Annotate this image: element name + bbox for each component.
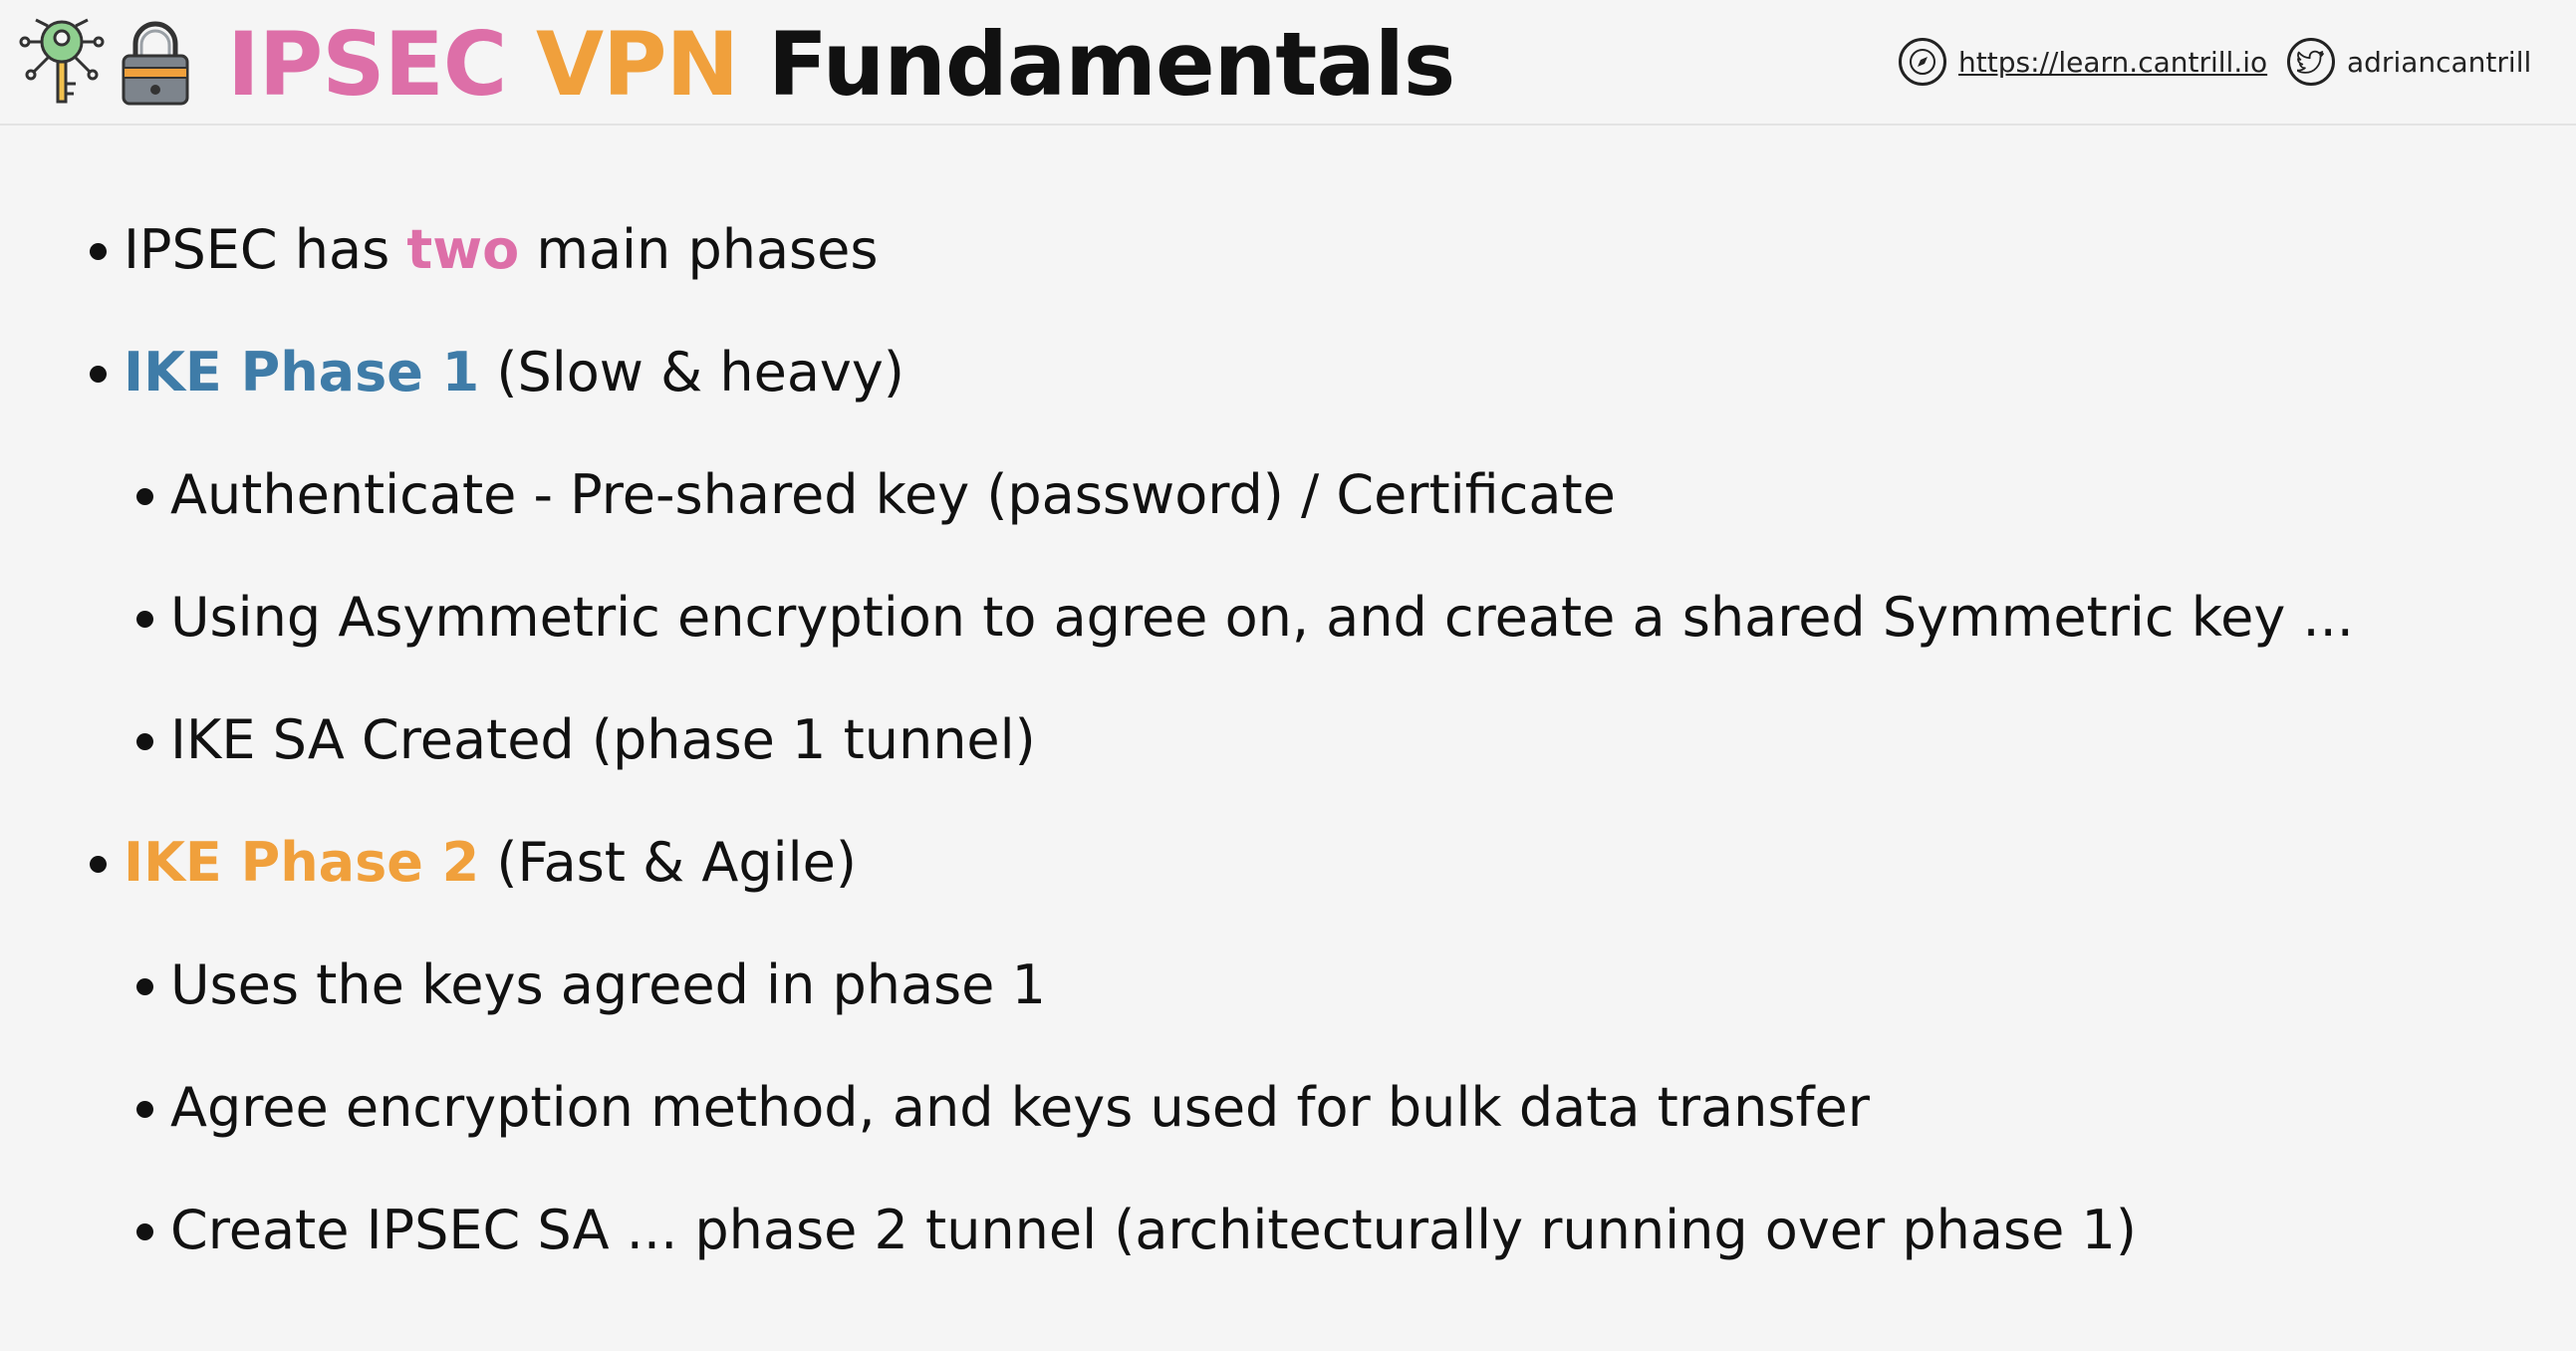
bullet-dot [136,733,153,750]
bullet-text: Create IPSEC SA ... phase 2 tunnel (arch… [170,1199,2137,1261]
sub-bullet-agree-encryption: Agree encryption method, and keys used f… [136,1073,1870,1143]
bullet-text: Agree encryption method, and keys used f… [170,1076,1870,1139]
bullet-dot [90,856,107,873]
bullet-dot [136,1223,153,1240]
header-bar: IPSEC VPN Fundamentals https://learn.can… [0,0,2576,126]
title-vpn: VPN [535,13,739,116]
sub-bullet-authenticate: Authenticate - Pre-shared key (password)… [136,460,1616,530]
highlight-two: two [406,218,520,281]
twitter-link-group[interactable]: adriancantrill [2287,34,2531,90]
bullet-text: Using Asymmetric encryption to agree on,… [170,586,2354,649]
bullet-text: Uses the keys agreed in phase 1 [170,953,1046,1016]
header-icons [19,18,189,106]
bullet-ike-phase-1: IKE Phase 1 (Slow & heavy) [90,338,904,407]
sub-bullet-create-ipsec-sa: Create IPSEC SA ... phase 2 tunnel (arch… [136,1196,2137,1265]
twitter-bird-icon [2287,38,2335,86]
bullet-ike-phase-2: IKE Phase 2 (Fast & Agile) [90,828,857,898]
bullet-dot [136,611,153,628]
bullet-text: main phases [519,218,879,281]
compass-icon [1899,38,1946,86]
bullet-text: IKE SA Created (phase 1 tunnel) [170,708,1036,771]
bullet-text: (Fast & Agile) [479,831,857,894]
padlock-icon [122,21,189,106]
bullet-dot [136,1101,153,1118]
bullet-text: IPSEC has [124,218,407,281]
highlight-ike-phase-2: IKE Phase 2 [124,831,480,894]
bullet-dot [136,488,153,505]
page-title: IPSEC VPN Fundamentals [227,10,1455,120]
twitter-handle[interactable]: adriancantrill [2347,45,2532,79]
title-ipsec: IPSEC [227,13,507,116]
sub-bullet-asymmetric: Using Asymmetric encryption to agree on,… [136,583,2354,653]
bullet-two-phases: IPSEC has two main phases [90,215,879,285]
title-fundamentals: Fundamentals [767,13,1455,116]
bullet-text: Authenticate - Pre-shared key (password)… [170,463,1616,526]
bullet-text: (Slow & heavy) [479,341,904,404]
bullet-dot [90,366,107,383]
key-circuit-icon [19,18,105,104]
bullet-dot [90,243,107,260]
highlight-ike-phase-1: IKE Phase 1 [124,341,480,404]
bullet-dot [136,978,153,995]
sub-bullet-uses-keys: Uses the keys agreed in phase 1 [136,950,1046,1020]
website-link[interactable]: https://learn.cantrill.io [1958,45,2268,79]
sub-bullet-ike-sa: IKE SA Created (phase 1 tunnel) [136,705,1036,775]
website-link-group[interactable]: https://learn.cantrill.io [1899,34,2267,90]
